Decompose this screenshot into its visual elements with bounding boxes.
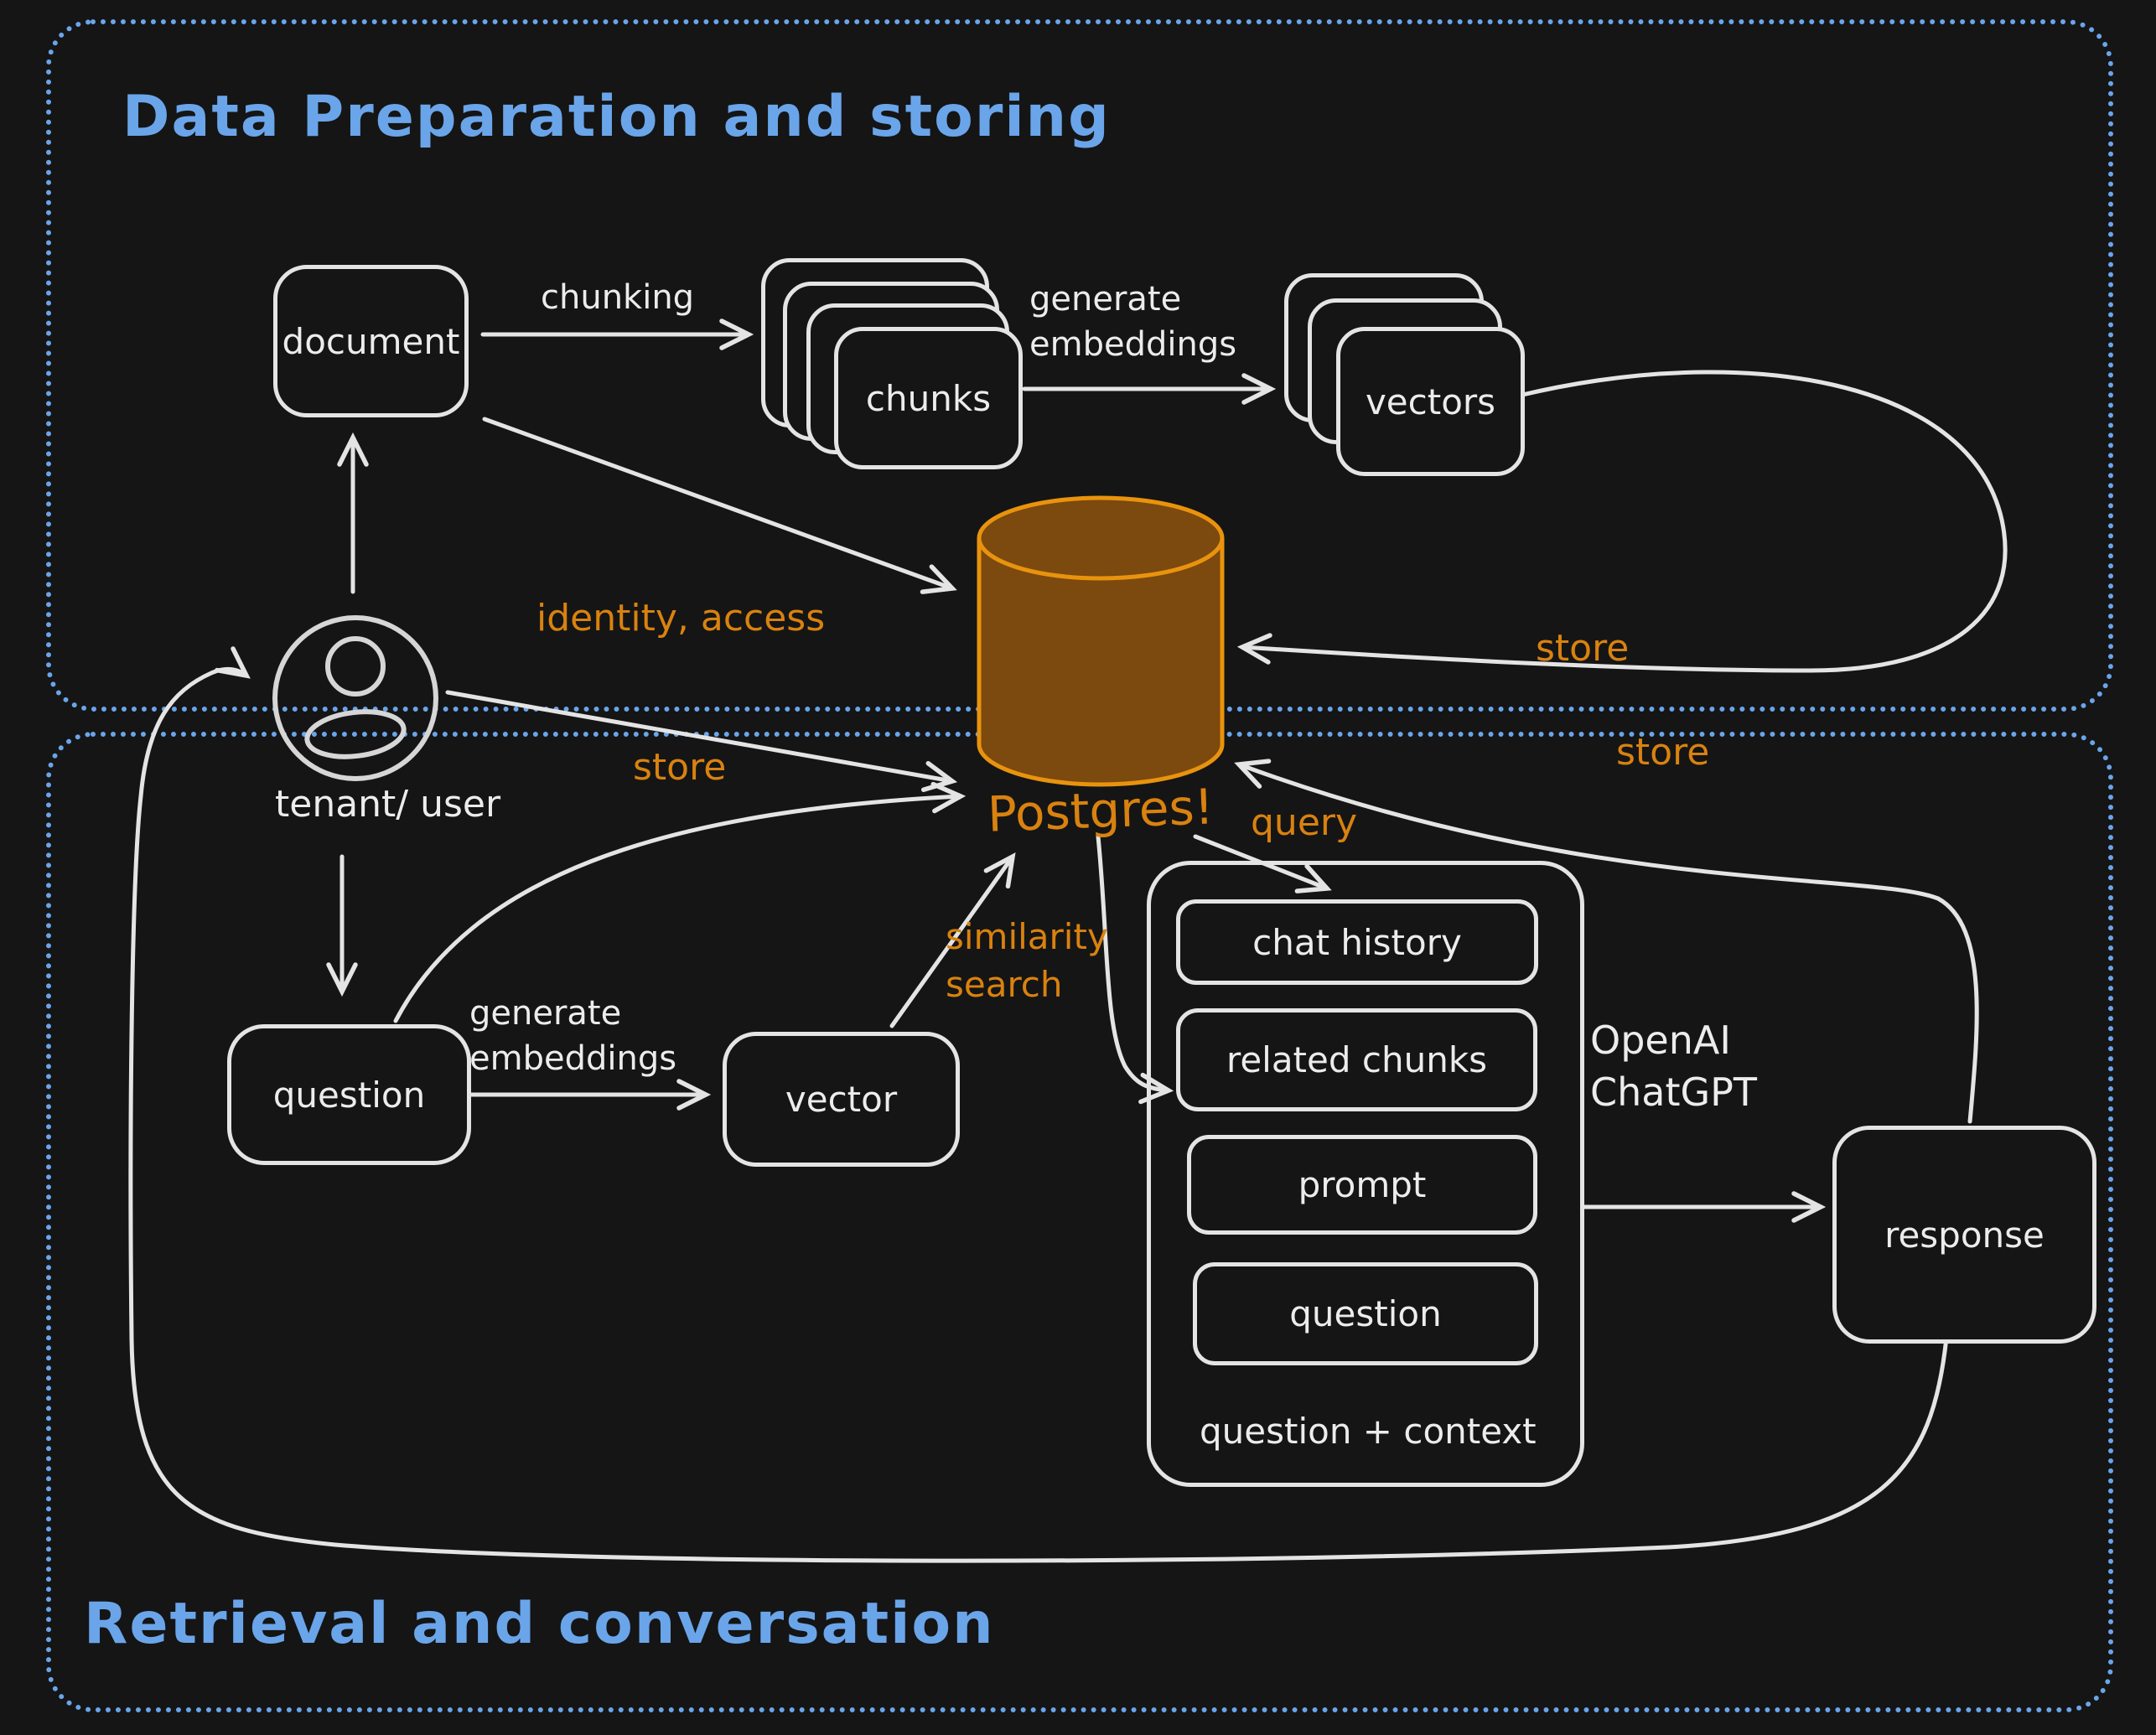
store-vectors-label: store [1536, 627, 1630, 670]
store-response-label: store [1616, 731, 1710, 774]
data-preparation-title: Data Preparation and storing [122, 84, 1111, 150]
similarity-search-label: similarity search [946, 916, 1108, 1005]
generate-embeddings-bottom-label: generate embeddings [469, 994, 677, 1078]
postgres-label: Postgres! [986, 778, 1215, 843]
identity-access-label: identity, access [536, 597, 826, 640]
arrow-vectors-store-to-postgres [1236, 370, 2008, 673]
openai-chatgpt-label: OpenAI ChatGPT [1590, 1018, 1757, 1116]
arrow-response-store-to-postgres [1234, 759, 1979, 1124]
postgres-database-icon [977, 495, 1225, 787]
inner-question-node: question [1193, 1262, 1538, 1365]
retrieval-title: Retrieval and conversation [84, 1591, 995, 1657]
question-node: question [227, 1024, 471, 1165]
store-question-label: store [633, 746, 727, 789]
chunking-label: chunking [541, 278, 695, 317]
chat-history-node: chat history [1176, 899, 1538, 985]
related-chunks-node: related chunks [1176, 1008, 1537, 1111]
query-label: query [1251, 801, 1358, 844]
arrow-question-store-to-postgres [393, 781, 967, 1023]
generate-embeddings-top-label: generate embeddings [1029, 280, 1237, 364]
response-node: response [1832, 1126, 2096, 1344]
tenant-user-label: tenant/ user [275, 783, 501, 826]
arrow-document-to-postgres [482, 417, 957, 594]
question-context-label: question + context [1200, 1411, 1537, 1452]
arrow-postgres-to-related-chunks [1096, 834, 1174, 1105]
vector-node: vector [723, 1032, 960, 1167]
chunks-node: chunks [834, 327, 1023, 469]
arrow-vector-similarity-to-postgres [889, 852, 1016, 1028]
vectors-node: vectors [1336, 327, 1525, 476]
user-avatar-icon [272, 615, 438, 781]
arrow-response-loop-to-user [128, 646, 1949, 1563]
question-context-container [1147, 861, 1584, 1487]
arrow-user-identity-to-postgres [445, 690, 958, 792]
prompt-node: prompt [1187, 1135, 1537, 1235]
document-node: document [273, 265, 469, 417]
